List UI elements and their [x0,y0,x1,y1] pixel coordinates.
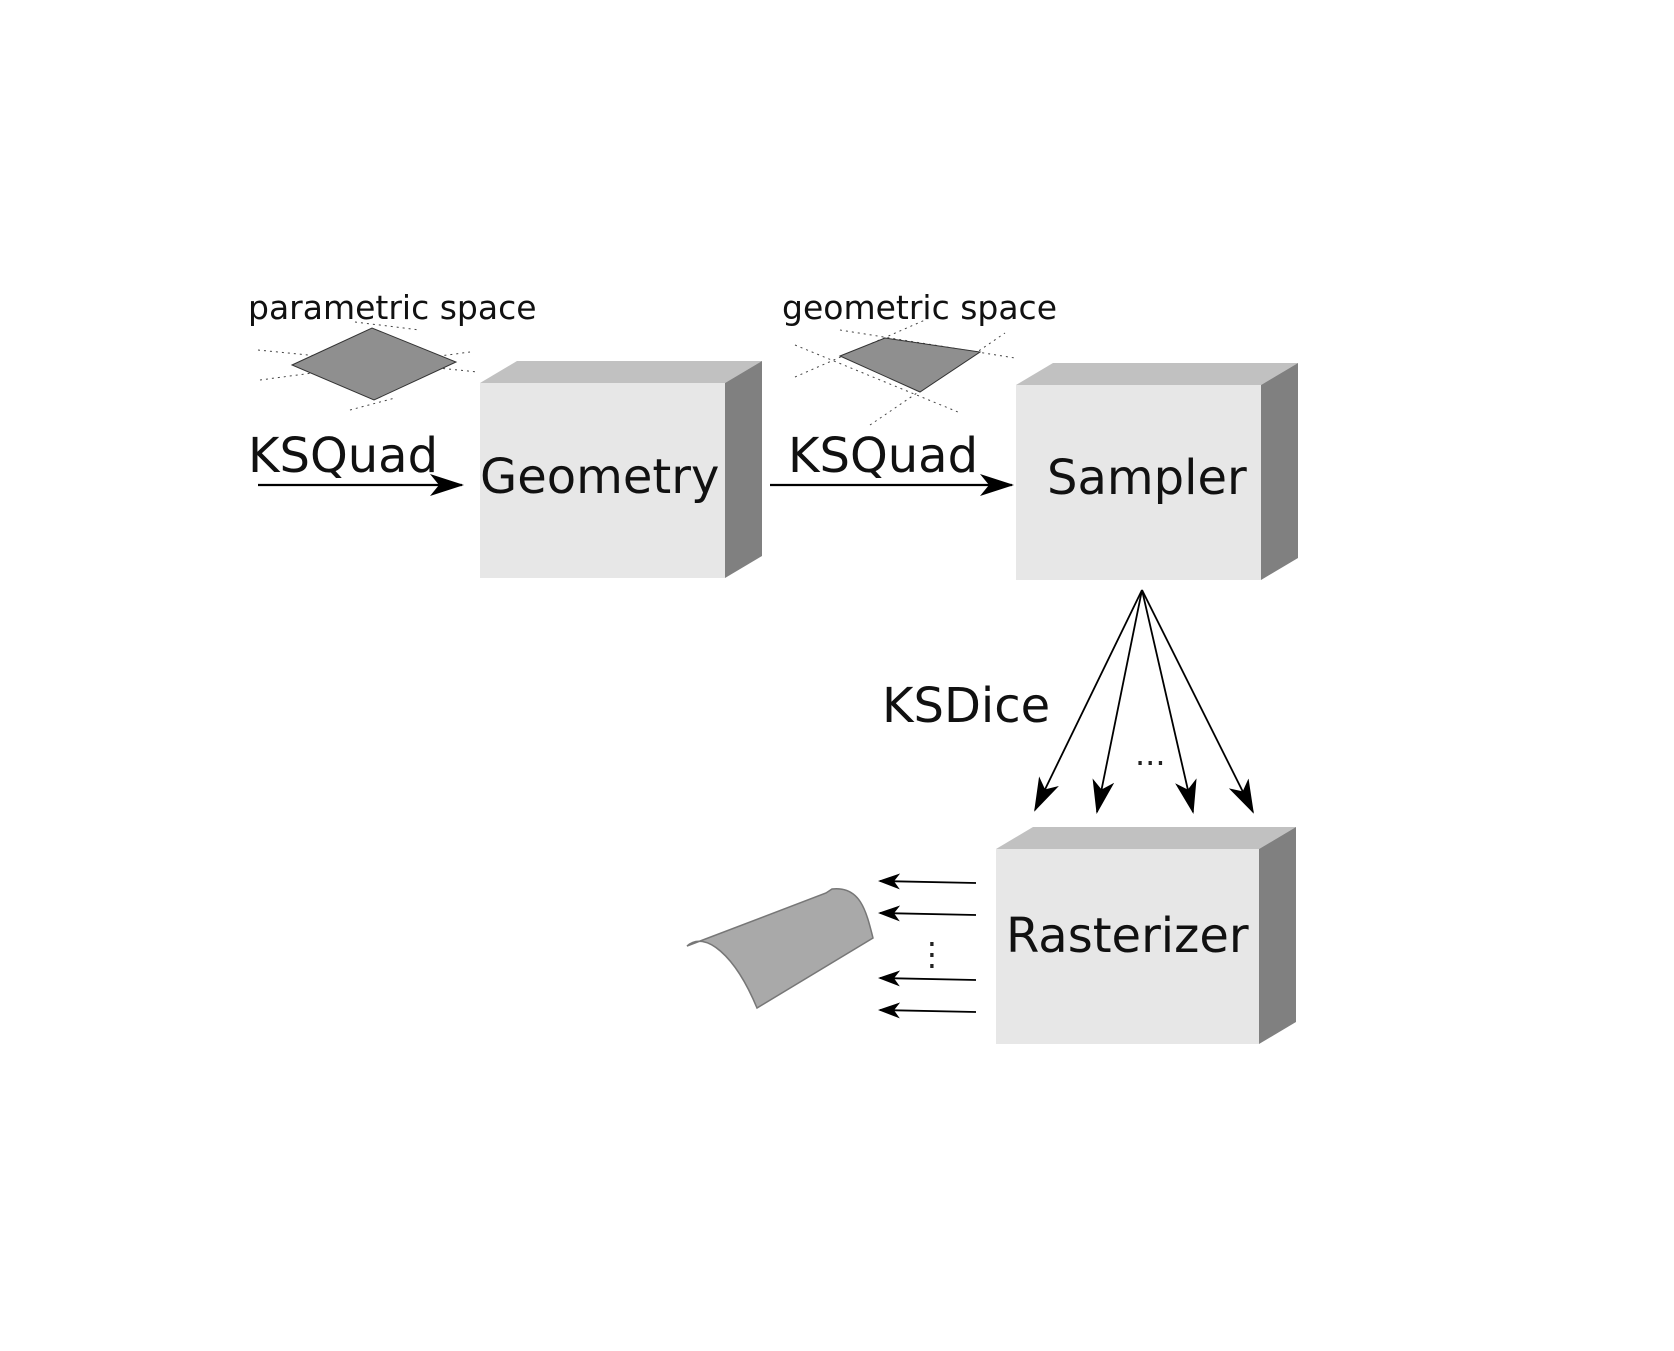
geometric-space-label: geometric space [782,288,1057,327]
sampler-label: Sampler [1047,450,1247,506]
geometry-label: Geometry [480,449,719,505]
output-ellipsis: ⋮ [916,935,948,973]
geometric-quad-icon [794,319,1016,426]
input-ksquad-label: KSQuad [248,428,438,484]
output-surface-icon [686,888,874,1010]
sampler-box: Sampler [1016,363,1298,580]
mid-ksquad-label: KSQuad [788,428,978,484]
parametric-space-label: parametric space [248,288,537,327]
geometry-box: Geometry [480,361,762,578]
parametric-quad-icon [257,321,479,411]
ksdice-label: KSDice [882,678,1050,734]
dice-fan-arrows [1034,589,1254,814]
rasterizer-box: Rasterizer [996,827,1296,1044]
rasterizer-label: Rasterizer [1006,908,1249,964]
output-arrows [878,873,977,1019]
fan-ellipsis: ... [1135,735,1166,773]
